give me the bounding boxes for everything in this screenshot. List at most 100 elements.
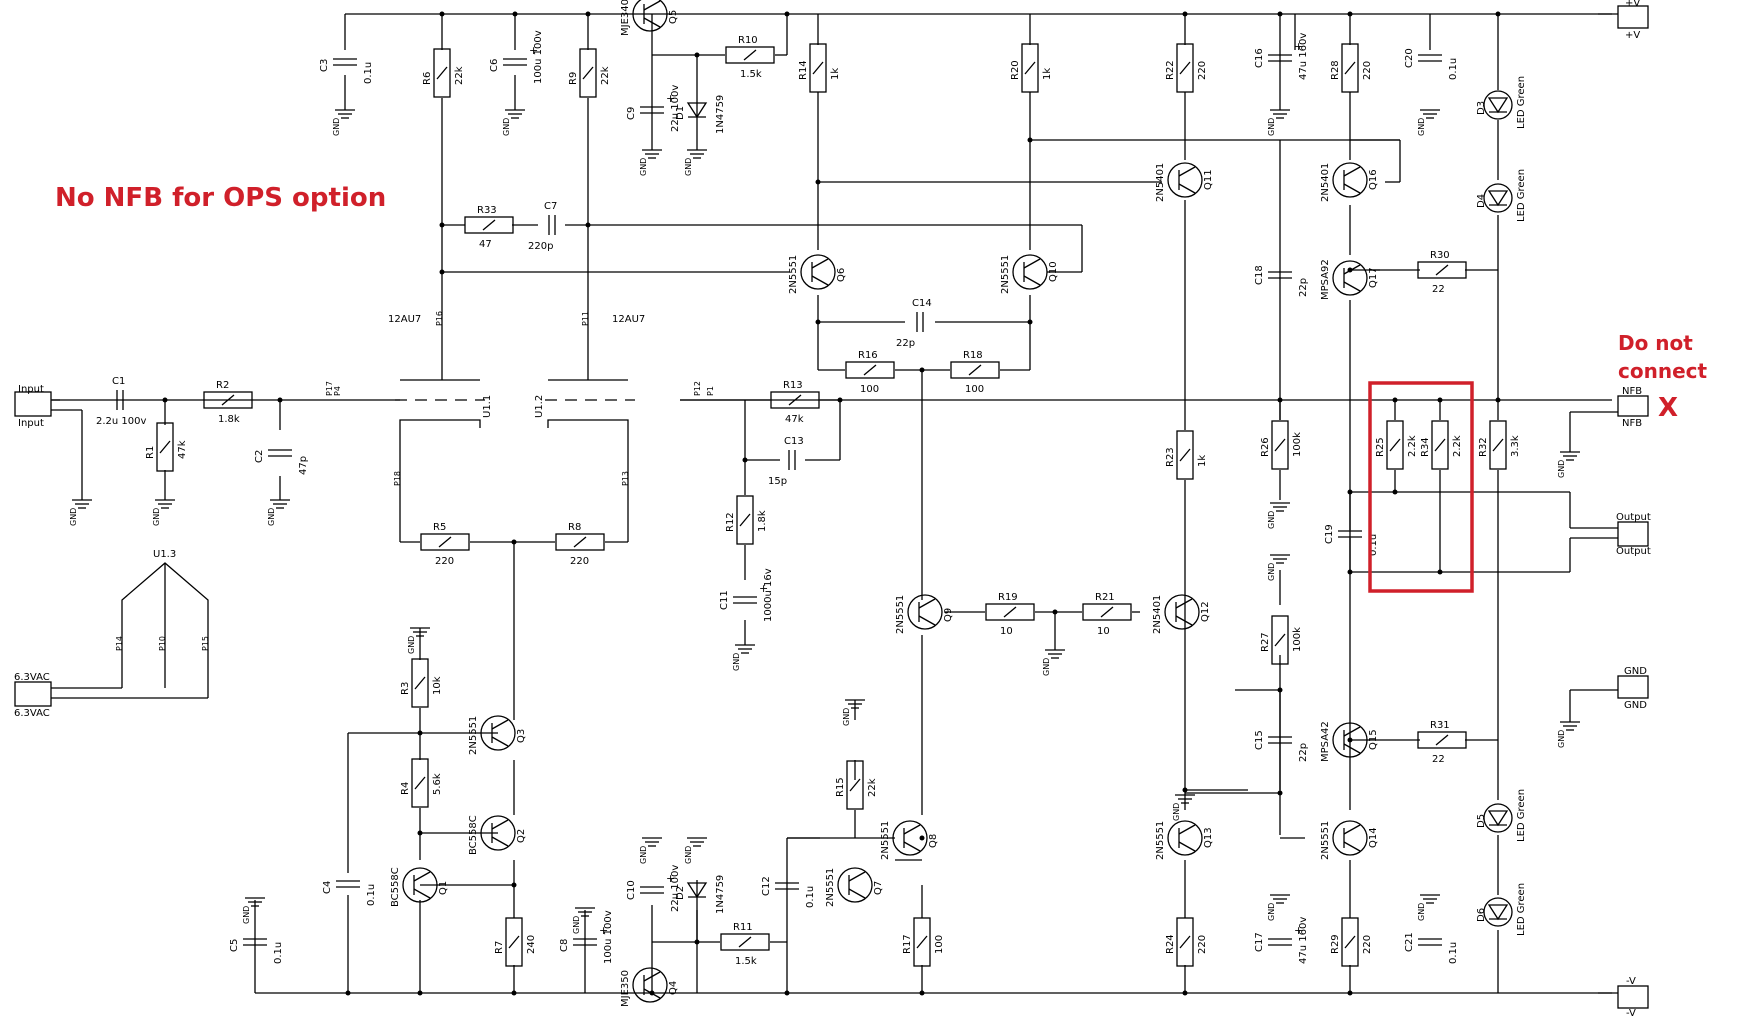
junction-dots [162, 11, 1501, 996]
input-label-1: Input [18, 384, 44, 395]
pin-label-p13: P13 [621, 471, 630, 486]
gnd-label: GND [639, 846, 648, 864]
capacitor-ref: C11 [719, 590, 730, 610]
resistor-ref: R10 [738, 35, 758, 46]
resistor-value: 1.5k [735, 956, 757, 967]
resistor-ref: R32 [1478, 437, 1489, 457]
resistor-value: 22k [867, 778, 878, 797]
gnd-label: GND [1267, 511, 1276, 529]
resistor-value: 2.2k [1452, 435, 1463, 457]
connector-input: Input Input [14, 384, 83, 500]
transistor-ref: Q4 [668, 981, 679, 995]
diode-part: 1N4759 [715, 875, 726, 914]
vminus-label-2: -V [1626, 1008, 1636, 1019]
gnd-label: GND [1557, 730, 1566, 748]
ground-symbol: GND [1417, 894, 1440, 921]
resistor-value: 100k [1292, 627, 1303, 652]
capacitor-ref: C10 [626, 880, 637, 900]
tube-type-left: 12AU7 [388, 314, 421, 325]
resistor-ref: R29 [1330, 934, 1341, 954]
gnd-label: GND [152, 508, 161, 526]
transistor-part: MJE340 [620, 0, 631, 36]
resistor-ref: R15 [835, 777, 846, 797]
resistor-ref: R34 [1420, 437, 1431, 457]
capacitor-ref: C9 [626, 107, 637, 120]
resistor-value: 22 [1432, 284, 1445, 295]
resistor-value: 100 [934, 935, 945, 954]
connector-6v3vac: 6.3VAC 6.3VAC [14, 672, 208, 719]
connector-nfb: NFB NFB [1569, 386, 1649, 452]
transistor-ref: Q11 [1203, 169, 1214, 190]
capacitor-c1: C12.2u 100v [96, 376, 147, 427]
tube-u1-1: U1.1 12AU7 [388, 230, 493, 428]
ground-symbol: GND [1267, 894, 1290, 921]
resistor-value: 100 [965, 384, 984, 395]
capacitor-value: 0.1u [273, 942, 284, 964]
vplus-label-1: +V [1625, 0, 1640, 9]
gnd-label: GND [842, 708, 851, 726]
gnd-label: GND [1042, 658, 1051, 676]
resistor-ref: R17 [902, 934, 913, 954]
resistor-ref: R14 [798, 60, 809, 80]
resistor-value: 47 [479, 239, 492, 250]
capacitor-ref: C1 [112, 376, 125, 387]
ground-symbol: GND [332, 109, 355, 136]
capacitor-ref: C2 [254, 450, 265, 463]
resistor-ref: R18 [963, 350, 983, 361]
ground-symbol: GND [732, 644, 755, 671]
resistor-r17: R17 100 [902, 917, 945, 967]
resistor-value: 22k [600, 66, 611, 85]
capacitor-value: 0.1u [1368, 534, 1379, 556]
ground-symbol: GND [684, 149, 707, 176]
transistor-ref: Q14 [1368, 827, 1379, 848]
transistor-part: 2N5551 [1155, 821, 1166, 860]
u1-2-label: U1.2 [534, 395, 545, 418]
pin-label-p15: P15 [201, 636, 210, 651]
no-nfb-annotation: No NFB for OPS option [55, 183, 386, 213]
diode-ref: D6 [1476, 908, 1487, 922]
gnd-label: GND [242, 906, 251, 924]
transistor-part: MPSA92 [1320, 259, 1331, 300]
pin-label-p14: P14 [115, 636, 124, 651]
transistor-part: 2N5551 [788, 255, 799, 294]
resistor-ref: R26 [1260, 437, 1271, 457]
ground-symbol: GND [1557, 721, 1580, 748]
output-label-1: Output [1616, 512, 1651, 523]
capacitor-ref: C5 [229, 939, 240, 952]
capacitor-ref: C12 [761, 876, 772, 896]
transistor-ref: Q10 [1048, 261, 1059, 282]
resistor-ref: R22 [1165, 60, 1176, 80]
transistor-ref: Q16 [1368, 169, 1379, 190]
pin-label-p1: P1 [706, 386, 715, 396]
ground-symbol: GND [684, 837, 707, 864]
connect-annotation: connect [1618, 359, 1707, 383]
transistor-ref: Q8 [928, 834, 939, 848]
resistor-ref: R11 [733, 922, 753, 933]
connector-gnd: GND GND [1569, 666, 1649, 722]
plus-sign: + [666, 872, 675, 885]
capacitor-ref: C3 [319, 59, 330, 72]
pin-label-p17: P17 [325, 381, 334, 396]
gnd-label: GND [1172, 803, 1181, 821]
transistor-part: MPSA42 [1320, 721, 1331, 762]
capacitor-ref: C14 [912, 298, 932, 309]
pin-label-p11: P11 [581, 311, 590, 326]
